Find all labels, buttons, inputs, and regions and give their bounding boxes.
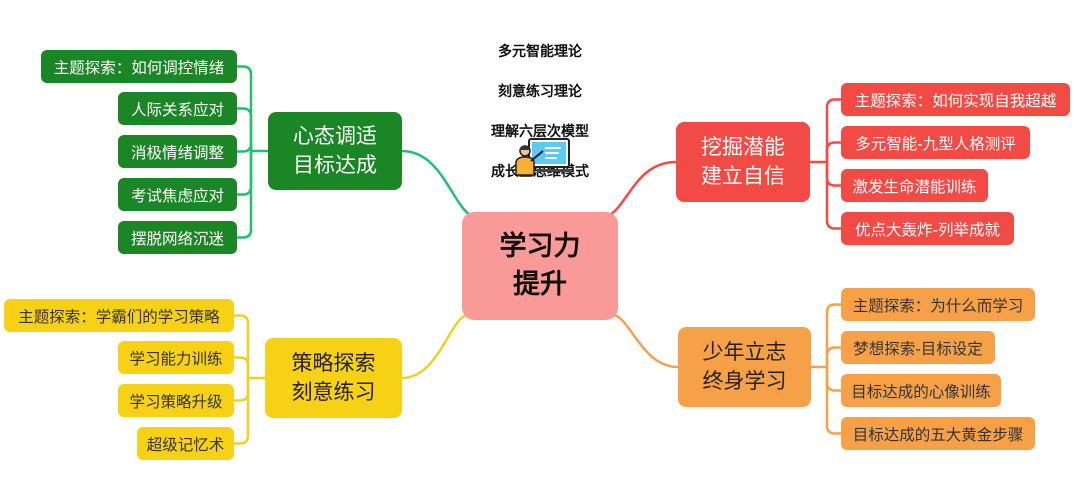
leaf-connector [235, 107, 253, 153]
leaf-item[interactable]: 梦想探索-目标设定 [841, 331, 995, 364]
leaf-connector [232, 314, 250, 380]
leaf-connector [825, 346, 843, 369]
branch-mindset[interactable]: 心态调适 目标达成 [268, 112, 402, 190]
teacher-board-icon [515, 138, 571, 176]
leaf-connector [235, 143, 253, 153]
branch-connector [400, 313, 474, 380]
leaf-item[interactable]: 目标达成的五大黄金步骤 [841, 417, 1035, 450]
leaf-connector [825, 365, 843, 435]
leaf-connector [825, 365, 843, 392]
leaf-connector [825, 160, 843, 230]
leaf-item[interactable]: 优点大轰炸-列举成就 [841, 212, 1014, 245]
branch-strategy[interactable]: 策略探索 刻意练习 [265, 338, 402, 418]
theory-line: 刻意练习理论 [498, 84, 582, 100]
branch-connector [606, 160, 678, 218]
branch-connector [606, 313, 680, 369]
leaf-item[interactable]: 考试焦虑应对 [118, 178, 237, 211]
leaf-connector [235, 149, 253, 239]
branch-potential[interactable]: 挖掘潜能 建立自信 [676, 122, 810, 202]
branch-aspiration[interactable]: 少年立志 终身学习 [678, 327, 811, 407]
leaf-connector [232, 376, 250, 445]
leaf-connector [825, 141, 843, 164]
leaf-item[interactable]: 学习策略升级 [118, 384, 234, 417]
leaf-item[interactable]: 主题探索：如何调控情绪 [41, 50, 237, 83]
leaf-connector [235, 149, 253, 196]
theory-line: 理解六层次模型 [491, 124, 589, 140]
leaf-item[interactable]: 摆脱网络沉迷 [118, 221, 237, 254]
leaf-item[interactable]: 主题探索：学霸们的学习策略 [4, 299, 234, 332]
leaf-item[interactable]: 激发生命潜能训练 [841, 169, 988, 202]
leaf-connector [825, 303, 843, 369]
leaf-connector [232, 356, 250, 380]
leaf-item[interactable]: 目标达成的心像训练 [841, 374, 1001, 407]
leaf-connector [232, 376, 250, 402]
leaf-item[interactable]: 超级记忆术 [137, 427, 234, 460]
leaf-connector [235, 65, 253, 153]
leaf-connector [825, 160, 843, 187]
leaf-item[interactable]: 主题探索：如何实现自我超越 [841, 83, 1070, 116]
leaf-item[interactable]: 人际关系应对 [118, 92, 237, 125]
theory-line: 多元智能理论 [498, 44, 582, 60]
central-topic[interactable]: 学习力 提升 [462, 212, 618, 320]
leaf-connector [825, 98, 843, 164]
leaf-item[interactable]: 消极情绪调整 [118, 135, 237, 168]
branch-connector [400, 149, 474, 218]
leaf-item[interactable]: 多元智能-九型人格测评 [841, 126, 1030, 159]
leaf-item[interactable]: 学习能力训练 [118, 341, 234, 374]
leaf-item[interactable]: 主题探索：为什么而学习 [841, 288, 1035, 321]
